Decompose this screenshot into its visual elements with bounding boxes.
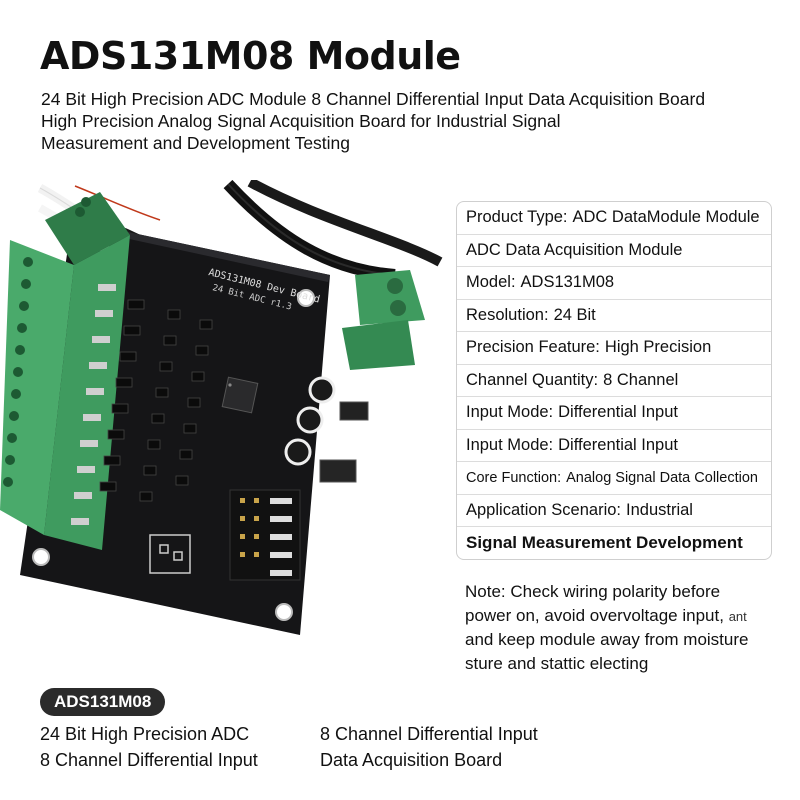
- spec-row: Resolution:24 Bit: [457, 300, 771, 332]
- spec-key: Model:: [466, 273, 516, 292]
- features-right: 8 Channel Differential Input Data Acquis…: [320, 721, 538, 773]
- red-wire: [74, 185, 161, 221]
- adc-chip: [221, 376, 259, 414]
- regulator-chip: [339, 401, 369, 421]
- spec-value: ADC Data Acquisition Module: [466, 240, 683, 259]
- spec-value: Differential Input: [558, 435, 678, 454]
- spec-key: Precision Feature:: [466, 338, 600, 357]
- spec-row: Input Mode:Differential Input: [457, 430, 771, 462]
- spec-value: High Precision: [604, 338, 712, 357]
- mounting-hole: [275, 603, 293, 621]
- page-title: ADS131M08 Module: [40, 34, 461, 78]
- spec-key: Resolution:: [466, 305, 549, 324]
- spec-key: Input Mode:: [466, 435, 554, 454]
- spec-key: Product Type:: [466, 208, 568, 227]
- spec-value: ADS131M08: [520, 273, 615, 292]
- spec-value: Signal Measurement Development: [466, 532, 743, 552]
- model-badge: ADS131M08: [40, 688, 166, 716]
- feature-item: 8 Channel Differential Input: [320, 724, 538, 744]
- regulator-chip: [319, 459, 357, 483]
- spec-value: ADC DataModule Module: [572, 208, 760, 227]
- power-terminal: [342, 270, 425, 370]
- capacitors: [284, 376, 336, 466]
- mounting-hole: [32, 548, 50, 566]
- mounting-hole: [297, 289, 315, 307]
- spec-row: ADC Data Acquisition Module: [457, 235, 771, 267]
- silk-outline: [149, 534, 191, 574]
- note-line: sture and stattic electing: [465, 653, 649, 673]
- note-line: power on, avoid overvoltage input, ant: [465, 605, 747, 625]
- spec-row: Precision Feature:High Precision: [457, 332, 771, 365]
- spec-row: Model:ADS131M08: [457, 267, 771, 300]
- input-components: [99, 299, 213, 502]
- spec-row: Core Function:Analog Signal Data Collect…: [457, 462, 771, 495]
- spec-key: Application Scenario:: [466, 500, 622, 519]
- feature-item: Data Acquisition Board: [320, 750, 503, 770]
- spec-row: Channel Quantity:8 Channel: [457, 365, 771, 397]
- spec-row: Application Scenario:Industrial: [457, 495, 771, 527]
- subtitle: 24 Bit High Precision ADC Module 8 Chann…: [41, 88, 781, 154]
- feature-item: 24 Bit High Precision ADC: [40, 724, 250, 744]
- spec-table: Product Type:ADC DataModule Module ADC D…: [456, 201, 772, 560]
- spec-key: Core Function:: [466, 469, 562, 486]
- channel-labels: [71, 284, 116, 525]
- product-photo: ADS131M08 Dev Board 24 Bit ADC r1.3: [0, 180, 443, 635]
- features-left: 24 Bit High Precision ADC 8 Channel Diff…: [40, 721, 258, 773]
- subtitle-line: Measurement and Development Testing: [41, 133, 351, 153]
- feature-item: 8 Channel Differential Input: [40, 750, 258, 770]
- subtitle-line: 24 Bit High Precision ADC Module 8 Chann…: [41, 89, 706, 109]
- spec-value: 8 Channel: [603, 370, 679, 389]
- spec-value: 24 Bit: [553, 305, 596, 324]
- spec-key: Channel Quantity:: [466, 370, 599, 389]
- spec-value: Differential Input: [558, 403, 678, 422]
- note-ghost-text: ant: [728, 608, 747, 624]
- spec-value: Analog Signal Data Collection: [566, 469, 758, 486]
- note-line: Note: Check wiring polarity before: [465, 582, 721, 601]
- spec-key: Input Mode:: [466, 403, 554, 422]
- spec-row: Product Type:ADC DataModule Module: [457, 202, 771, 235]
- spec-row: Input Mode:Differential Input: [457, 397, 771, 430]
- spec-row: Signal Measurement Development: [457, 527, 771, 559]
- header-pins: [229, 489, 301, 581]
- subtitle-line: High Precision Analog Signal Acquisition…: [41, 111, 561, 131]
- note: Note: Check wiring polarity before power…: [465, 580, 795, 675]
- spec-value: Industrial: [626, 500, 693, 519]
- note-line: and keep module away from moisture: [465, 630, 749, 649]
